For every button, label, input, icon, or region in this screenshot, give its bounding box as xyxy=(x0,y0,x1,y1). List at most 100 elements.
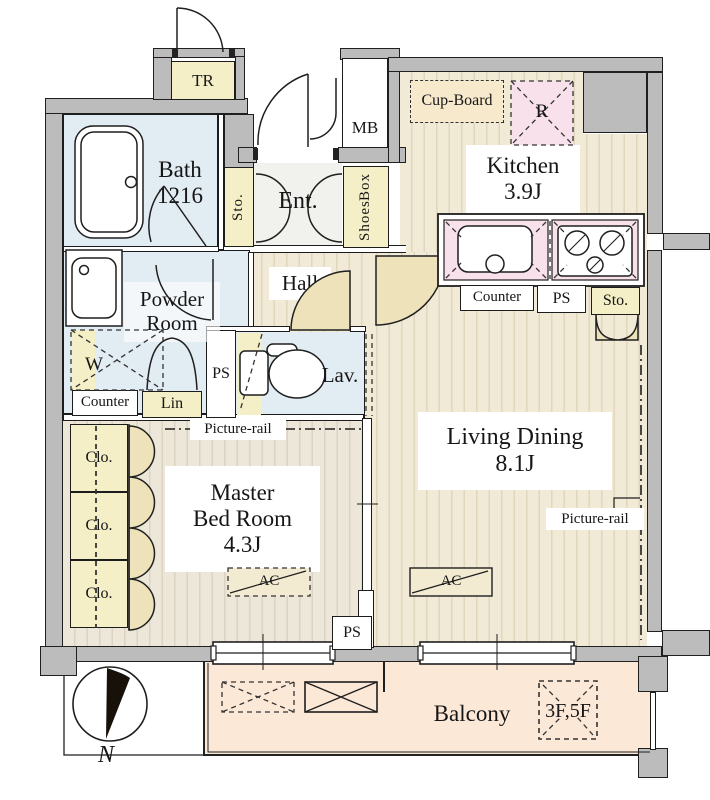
ps-bottom-box: PS xyxy=(332,616,372,650)
master-bedroom-label: Master Bed Room 4.3J xyxy=(165,466,320,572)
wall-entrance-jamb-left xyxy=(238,147,257,163)
counter-kitchen-box: Counter xyxy=(460,285,534,311)
picture-rail-living-text: Picture-rail xyxy=(561,510,629,527)
bath-size: 1216 xyxy=(157,183,203,208)
cupboard-box: Cup-Board xyxy=(410,80,504,123)
living-dining-label: Living Dining 8.1J xyxy=(418,412,612,490)
balcony-rail-right xyxy=(650,692,656,750)
wall-kitchen-top xyxy=(388,57,663,72)
shoes-box-label1: Shoes xyxy=(357,200,374,242)
meter-box-label: MB xyxy=(351,118,379,138)
compass-circle xyxy=(72,666,148,742)
wall-bath-top xyxy=(45,98,248,114)
picture-rail-bedroom-text: Picture-rail xyxy=(204,420,272,437)
powder-line2: Room xyxy=(146,311,198,335)
entrance-step xyxy=(250,245,406,253)
compass-north-text: N xyxy=(97,741,114,768)
picture-rail-living-label: Picture-rail xyxy=(546,508,644,530)
trunk-room-box: TR xyxy=(171,61,235,100)
balcony-name: Balcony xyxy=(433,701,511,727)
ps-bottom-label: PS xyxy=(343,623,361,641)
wall-mb-right xyxy=(388,58,400,163)
wall-right-jut-upper xyxy=(663,233,710,250)
wall-bottom-left-block xyxy=(40,646,77,676)
powder-line1: Powder xyxy=(139,287,205,312)
ent-name: Ent. xyxy=(278,187,318,214)
exterior-boundary-line xyxy=(63,676,204,756)
ps-middle-box: PS xyxy=(206,330,236,418)
entrance-child-arc xyxy=(309,111,337,140)
powder-room-label: Powder Room xyxy=(124,282,220,342)
counter-kitchen-label: Counter xyxy=(472,289,522,306)
washer-label: W xyxy=(78,348,110,382)
compass-needle xyxy=(106,668,130,739)
closet-3-label: Clo. xyxy=(85,584,113,602)
bedroom-line2: Bed Room xyxy=(192,506,293,532)
wall-right-jut-lower xyxy=(662,630,710,656)
counter-powder-box: Counter xyxy=(72,390,138,416)
ac-bedroom-text: AC xyxy=(258,572,280,589)
lav-label: Lav. xyxy=(314,362,366,390)
wall-balcony-right-top xyxy=(638,656,668,692)
shoes-box-label2: Box xyxy=(357,172,374,201)
bedroom-size: 4.3J xyxy=(223,531,262,557)
storage-kitchen-label: Sto. xyxy=(602,291,629,309)
ent-label: Ent. xyxy=(254,182,342,220)
cupboard-label: Cup-Board xyxy=(421,92,493,110)
ac-bedroom-label: AC xyxy=(228,566,310,596)
wall-kitchen-corner-block xyxy=(583,72,647,133)
refrigerator-label: R xyxy=(511,83,573,141)
meter-box: MB xyxy=(342,58,388,148)
floor-note-label: 3F,5F xyxy=(541,699,595,722)
wall-powder-hall xyxy=(248,252,254,332)
picture-rail-bedroom-label: Picture-rail xyxy=(190,418,286,440)
kitchen-size: 3.9J xyxy=(504,179,542,204)
floor-note-text: 3F,5F xyxy=(545,699,591,722)
ps-middle-label: PS xyxy=(212,364,230,382)
storage-entrance-label: Sto. xyxy=(230,193,247,221)
washer-text: W xyxy=(85,354,103,376)
living-dining-name: Living Dining xyxy=(446,424,584,451)
tr-door-arc xyxy=(176,7,224,53)
wall-right-upper xyxy=(647,72,663,234)
ps-kitchen-label: PS xyxy=(552,289,571,307)
trunk-room-label: TR xyxy=(192,70,214,90)
entrance-door-arc xyxy=(257,73,309,146)
counter-powder-label: Counter xyxy=(80,394,130,411)
compass-north-label: N xyxy=(86,740,126,770)
hall-name: Hall xyxy=(281,270,319,295)
wall-bedroom-living-partition xyxy=(362,418,372,592)
balcony-label: Balcony xyxy=(412,697,532,731)
wall-lav-top-right xyxy=(350,326,366,332)
bath-label: Bath 1216 xyxy=(138,146,222,220)
bath-name: Bath xyxy=(158,157,202,183)
wall-right-living xyxy=(647,250,662,632)
wall-tr-right xyxy=(235,56,245,100)
closet-3-box: Clo. xyxy=(70,560,128,628)
closet-1-label: Clo. xyxy=(85,448,113,466)
wall-bath-right xyxy=(218,114,224,250)
wall-bath-powder xyxy=(63,246,219,252)
linen-label: Lin xyxy=(160,395,184,413)
shoes-box: Shoes Box xyxy=(343,166,389,248)
hall-label: Hall xyxy=(269,267,331,300)
storage-entrance-box: Sto. xyxy=(224,167,254,247)
kitchen-label: Kitchen 3.9J xyxy=(466,145,580,213)
closet-1-box: Clo. xyxy=(70,424,128,492)
closet-2-box: Clo. xyxy=(70,492,128,560)
storage-kitchen-box: Sto. xyxy=(591,287,640,315)
bedroom-line1: Master xyxy=(210,480,275,506)
wall-tr-top xyxy=(153,48,245,58)
refrigerator-text: R xyxy=(535,101,549,123)
wall-left xyxy=(45,98,63,662)
linen-box: Lin xyxy=(142,391,202,418)
ac-living-text: AC xyxy=(440,572,462,589)
ps-kitchen-box: PS xyxy=(537,285,586,313)
wall-tr-left xyxy=(153,56,172,100)
lav-name: Lav. xyxy=(321,363,359,388)
living-dining-size: 8.1J xyxy=(495,451,535,477)
closet-2-label: Clo. xyxy=(85,516,113,534)
wall-balcony-right-bottom xyxy=(638,748,668,778)
ac-living-label: AC xyxy=(410,566,492,596)
